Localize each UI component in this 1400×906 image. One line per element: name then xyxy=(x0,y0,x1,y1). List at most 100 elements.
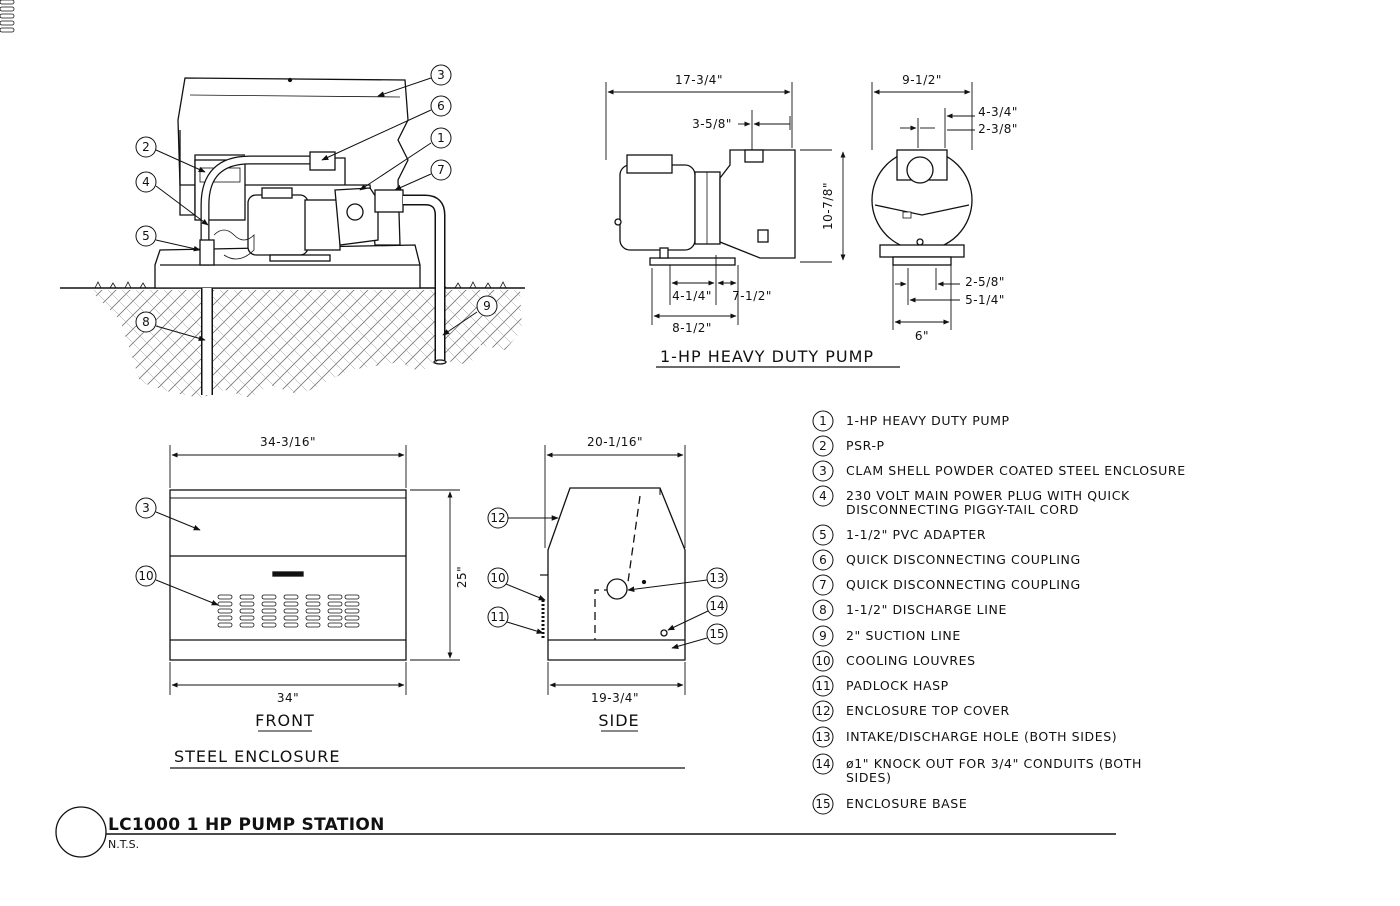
legend-item: 11 PADLOCK HASP xyxy=(812,675,949,697)
pump-side-view xyxy=(614,149,796,266)
drawing-scale: N.T.S. xyxy=(108,838,139,851)
legend-number-circle xyxy=(812,524,834,546)
callout-9-iso-text: 9 xyxy=(483,299,491,313)
legend-text: INTAKE/DISCHARGE HOLE (BOTH SIDES) xyxy=(846,729,1117,744)
legend-item: 8 1-1/2" DISCHARGE LINE xyxy=(812,599,1007,621)
cooling-louvres xyxy=(0,0,360,628)
enclosure-front-view xyxy=(0,0,407,661)
callout-6-iso xyxy=(321,95,452,161)
dim-foot-width: 6" xyxy=(915,329,929,343)
dim-front-bottom: 34" xyxy=(277,691,299,705)
legend-number: 1 xyxy=(819,414,827,428)
dim-top-b: 2-3/8" xyxy=(978,122,1018,136)
side-label: SIDE xyxy=(598,711,639,730)
dim-side-top: 20-1/16" xyxy=(587,435,643,449)
title-block: LC1000 1 HP PUMP STATION N.T.S. xyxy=(55,806,1116,858)
legend-number: 4 xyxy=(819,489,827,503)
legend-number-circle xyxy=(812,675,834,697)
legend-text: 2" SUCTION LINE xyxy=(846,628,961,643)
legend-text: CLAM SHELL POWDER COATED STEEL ENCLOSURE xyxy=(846,463,1186,478)
iso-callouts xyxy=(135,64,498,341)
legend-text: 1-1/2" PVC ADAPTER xyxy=(846,527,986,542)
legend-text: ENCLOSURE TOP COVER xyxy=(846,703,1010,718)
dim-base-length: 8-1/2" xyxy=(672,321,712,335)
legend-item: 9 2" SUCTION LINE xyxy=(812,625,961,647)
legend-item: 5 1-1/2" PVC ADAPTER xyxy=(812,524,986,546)
legend-item: 13 INTAKE/DISCHARGE HOLE (BOTH SIDES) xyxy=(812,726,1117,748)
callout-3-iso xyxy=(377,64,452,97)
callout-1-iso xyxy=(359,127,452,191)
legend-number-circle xyxy=(812,574,834,596)
callout-1-iso-text: 1 xyxy=(437,131,445,145)
legend-text: QUICK DISCONNECTING COUPLING xyxy=(846,552,1081,567)
callout-7-iso-text: 7 xyxy=(437,163,445,177)
dim-enclosure-height: 25" xyxy=(455,566,469,588)
legend-number-circle xyxy=(812,599,834,621)
legend-number: 13 xyxy=(815,730,830,744)
front-label: FRONT xyxy=(255,711,315,730)
dim-foot-b: 5-1/4" xyxy=(965,293,1005,307)
dim-base-a: 4-1/4" xyxy=(672,289,712,303)
enclosure-side-outline xyxy=(547,487,686,661)
dim-foot-a: 2-5/8" xyxy=(965,275,1005,289)
legend-text: PADLOCK HASP xyxy=(846,678,949,693)
callout-4-iso xyxy=(135,171,209,226)
legend-number: 12 xyxy=(815,704,830,718)
dim-inlet-offset: 3-5/8" xyxy=(692,117,732,131)
legend-text: 1-1/2" DISCHARGE LINE xyxy=(846,602,1007,617)
legend-number-circle xyxy=(812,753,834,775)
legend-number-circle xyxy=(812,650,834,672)
pump-side-base xyxy=(649,257,736,266)
callout-5-iso-text: 5 xyxy=(142,229,150,243)
pump-motor xyxy=(247,194,309,256)
legend-text: QUICK DISCONNECTING COUPLING xyxy=(846,577,1081,592)
legend-number: 9 xyxy=(819,629,827,643)
legend-text: ENCLOSURE BASE xyxy=(846,796,967,811)
dim-top-a: 4-3/4" xyxy=(978,105,1018,119)
callout-9-iso xyxy=(442,295,498,336)
pump-view-title: 1-HP HEAVY DUTY PUMP xyxy=(660,347,874,366)
legend-text: PSR-P xyxy=(846,438,885,453)
callout-8-iso xyxy=(135,311,206,341)
legend-text: SIDES) xyxy=(846,770,892,785)
legend-number-circle xyxy=(812,410,834,432)
callout-3-iso-text: 3 xyxy=(437,68,445,82)
enclosure-side-view xyxy=(540,487,686,661)
callout-8-iso-text: 8 xyxy=(142,315,150,329)
legend-number-circle xyxy=(812,700,834,722)
legend-number-circle xyxy=(812,460,834,482)
dim-pump-width: 9-1/2" xyxy=(902,73,942,87)
pump-front-view xyxy=(871,149,973,266)
legend-item: 6 QUICK DISCONNECTING COUPLING xyxy=(812,549,1081,571)
callout-10-front-text: 10 xyxy=(138,569,153,583)
callout-2-iso xyxy=(135,136,206,173)
legend-number: 11 xyxy=(815,679,830,693)
callout-12-side-text: 12 xyxy=(490,511,505,525)
legend-number: 15 xyxy=(815,797,830,811)
legend-text: ø1" KNOCK OUT FOR 3/4" CONDUITS (BOTH xyxy=(846,756,1142,771)
legend-number: 6 xyxy=(819,553,827,567)
callout-10-side-text: 10 xyxy=(490,571,505,585)
legend-number: 5 xyxy=(819,528,827,542)
dim-pump-length: 17-3/4" xyxy=(675,73,723,87)
legend-number-circle xyxy=(812,625,834,647)
legend-number: 8 xyxy=(819,603,827,617)
legend-number-circle xyxy=(812,549,834,571)
installation-view xyxy=(60,77,525,398)
legend-number-circle xyxy=(812,726,834,748)
dim-side-bottom: 19-3/4" xyxy=(591,691,639,705)
callout-5-iso xyxy=(135,225,201,252)
callout-11-side-text: 11 xyxy=(490,610,505,624)
pump-head xyxy=(334,187,379,246)
legend-item: 15 ENCLOSURE BASE xyxy=(812,793,967,815)
callout-6-iso-text: 6 xyxy=(437,99,445,113)
callout-4-iso-text: 4 xyxy=(142,175,150,189)
callout-3-front-text: 3 xyxy=(142,501,150,515)
